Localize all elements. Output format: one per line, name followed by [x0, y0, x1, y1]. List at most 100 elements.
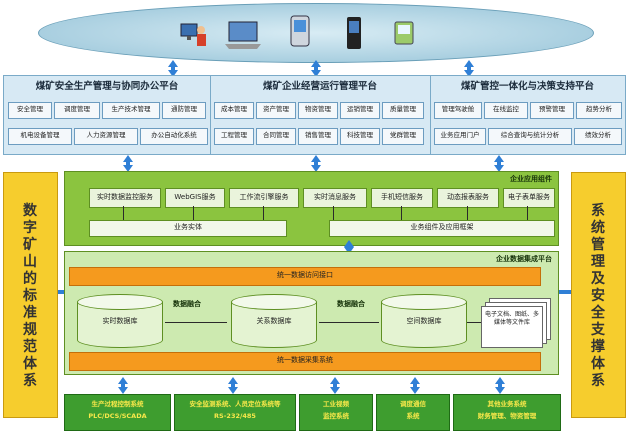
other-business-systems[interactable]: 其他业务系统财务管理、物资管理	[453, 394, 561, 431]
platform-row: 煤矿安全生产管理与协同办公平台 安全管理 调度管理 生产技术管理 通防管理 机电…	[3, 75, 626, 155]
module-button[interactable]: 业务应用门户	[434, 128, 486, 145]
module-button[interactable]: 合同管理	[256, 128, 296, 145]
fusion-connector	[319, 322, 379, 323]
arrow-top-right	[464, 60, 474, 77]
unified-data-collection-bar[interactable]: 统一数据采集系统	[69, 352, 541, 371]
module-button[interactable]: 党群管理	[382, 128, 424, 145]
bottom-label: 监控系统	[323, 412, 349, 420]
enterprise-data-integration: 企业数据集成平台 统一数据访问接口 实时数据库 数据融合 关系数据库 数据融合 …	[64, 251, 559, 375]
dispatch-communication-system[interactable]: 调度通信系统	[376, 394, 450, 431]
arrow-bottom-3	[330, 377, 340, 394]
realtime-database[interactable]: 实时数据库	[77, 294, 163, 348]
standards-system-panel: 数字矿山的标准规范体系	[3, 172, 58, 418]
module-button[interactable]: 成本管理	[214, 102, 254, 119]
service-box[interactable]: 实时数据监控服务	[89, 188, 161, 208]
connector	[193, 206, 194, 220]
security-support-panel: 系统管理及安全支撑体系	[571, 172, 626, 418]
platform-title: 煤矿企业经营运行管理平台	[262, 81, 377, 92]
module-button[interactable]: 在线监控	[484, 102, 528, 119]
connector	[333, 206, 334, 220]
bottom-label: 财务管理、物资管理	[477, 412, 537, 420]
pda-icon	[394, 21, 414, 45]
connector	[123, 206, 124, 220]
arrow-mid-right	[494, 155, 504, 172]
laptop-icon	[225, 21, 261, 49]
bottom-label: 安全监测系统、人员定位系统等	[189, 400, 281, 408]
module-button[interactable]: 综合查询与统计分析	[488, 128, 572, 145]
connector	[467, 206, 468, 220]
platform-title: 煤矿管控一体化与决策支持平台	[460, 81, 594, 92]
production-control-system[interactable]: 生产过程控制系统 PLC/DCS/SCADA	[64, 394, 171, 431]
standards-system-label: 数字矿山的标准规范体系	[23, 203, 38, 389]
module-button[interactable]: 资产管理	[256, 102, 296, 119]
arrow-bottom-4	[410, 377, 420, 394]
module-button[interactable]: 安全管理	[8, 102, 52, 119]
module-button[interactable]: 预警管理	[530, 102, 574, 119]
arrow-left-side	[58, 290, 64, 294]
bottom-label: PLC/DCS/SCADA	[88, 412, 147, 420]
file-library[interactable]: 电子文档、图纸、多媒体等文件库	[481, 306, 543, 348]
arrow-app-integration	[344, 240, 354, 254]
module-button[interactable]: 机电设备管理	[8, 128, 72, 145]
module-button[interactable]: 调度管理	[54, 102, 100, 119]
app-framework-bar[interactable]: 业务组件及应用框架	[329, 220, 555, 237]
handheld-device-icon	[290, 15, 310, 47]
data-fusion-label: 数据融合	[337, 300, 365, 308]
fusion-connector	[165, 322, 227, 323]
service-box[interactable]: 电子表单服务	[503, 188, 555, 208]
arrow-mid-left	[123, 155, 133, 172]
video-monitoring-system[interactable]: 工业视频监控系统	[299, 394, 373, 431]
data-fusion-label: 数据融合	[173, 300, 201, 308]
service-box[interactable]: 实时消息服务	[303, 188, 367, 208]
spatial-database[interactable]: 空间数据库	[381, 294, 467, 348]
security-support-label: 系统管理及安全支撑体系	[591, 203, 606, 389]
module-button[interactable]: 工程管理	[214, 128, 254, 145]
enterprise-app-components: 企业应用组件 实时数据监控服务 WebGIS服务 工作流引擎服务 实时消息服务 …	[64, 171, 559, 246]
connector	[263, 206, 264, 220]
arrow-mid-center	[311, 155, 321, 172]
module-button[interactable]: 质量管理	[382, 102, 424, 119]
platform-safety-office: 煤矿安全生产管理与协同办公平台 安全管理 调度管理 生产技术管理 通防管理 机电…	[4, 76, 211, 154]
fusion-connector	[467, 322, 481, 323]
arrow-bottom-5	[495, 377, 505, 394]
app-layer-title: 企业应用组件	[510, 175, 552, 183]
file-library-label: 电子文档、图纸、多媒体等文件库	[484, 311, 539, 326]
platform-operations: 煤矿企业经营运行管理平台 成本管理 资产管理 物资管理 运销管理 质量管理 工程…	[210, 76, 431, 154]
service-box[interactable]: WebGIS服务	[165, 188, 225, 208]
mobile-phone-icon	[347, 17, 361, 49]
service-box[interactable]: 动态报表服务	[437, 188, 499, 208]
module-button[interactable]: 物资管理	[298, 102, 338, 119]
module-button[interactable]: 生产技术管理	[102, 102, 160, 119]
bottom-label: 系统	[406, 412, 420, 420]
module-button[interactable]: 管理驾驶舱	[434, 102, 482, 119]
bottom-label: 生产过程控制系统	[91, 400, 144, 408]
module-button[interactable]: 趋势分析	[576, 102, 622, 119]
service-box[interactable]: 工作流引擎服务	[229, 188, 299, 208]
module-button[interactable]: 运销管理	[340, 102, 380, 119]
module-button[interactable]: 销售管理	[298, 128, 338, 145]
arrow-bottom-1	[118, 377, 128, 394]
relational-database[interactable]: 关系数据库	[231, 294, 317, 348]
arrow-top-center	[311, 60, 321, 77]
module-button[interactable]: 绩效分析	[574, 128, 622, 145]
unified-data-access-bar[interactable]: 统一数据访问接口	[69, 267, 541, 286]
platform-decision-support: 煤矿管控一体化与决策支持平台 管理驾驶舱 在线监控 预警管理 趋势分析 业务应用…	[430, 76, 625, 154]
arrow-top-left	[168, 60, 178, 77]
business-entity-bar[interactable]: 业务实体	[89, 220, 287, 237]
user-at-computer-icon	[180, 23, 206, 46]
client-terminal-ellipse	[38, 3, 594, 63]
platform-title: 煤矿安全生产管理与协同办公平台	[35, 81, 179, 92]
integration-title: 企业数据集成平台	[496, 255, 552, 263]
bottom-label: 其他业务系统	[487, 400, 527, 408]
bottom-label: RS-232/485	[214, 412, 256, 420]
arrow-right-side	[559, 290, 571, 294]
safety-monitoring-system[interactable]: 安全监测系统、人员定位系统等 RS-232/485	[174, 394, 296, 431]
bottom-label: 工业视频	[323, 400, 349, 408]
module-button[interactable]: 办公自动化系统	[140, 128, 208, 145]
module-button[interactable]: 科技管理	[340, 128, 380, 145]
bottom-label: 调度通信	[400, 400, 426, 408]
module-button[interactable]: 人力资源管理	[74, 128, 138, 145]
service-box[interactable]: 手机短信服务	[371, 188, 433, 208]
module-button[interactable]: 通防管理	[162, 102, 206, 119]
connector	[527, 206, 528, 220]
